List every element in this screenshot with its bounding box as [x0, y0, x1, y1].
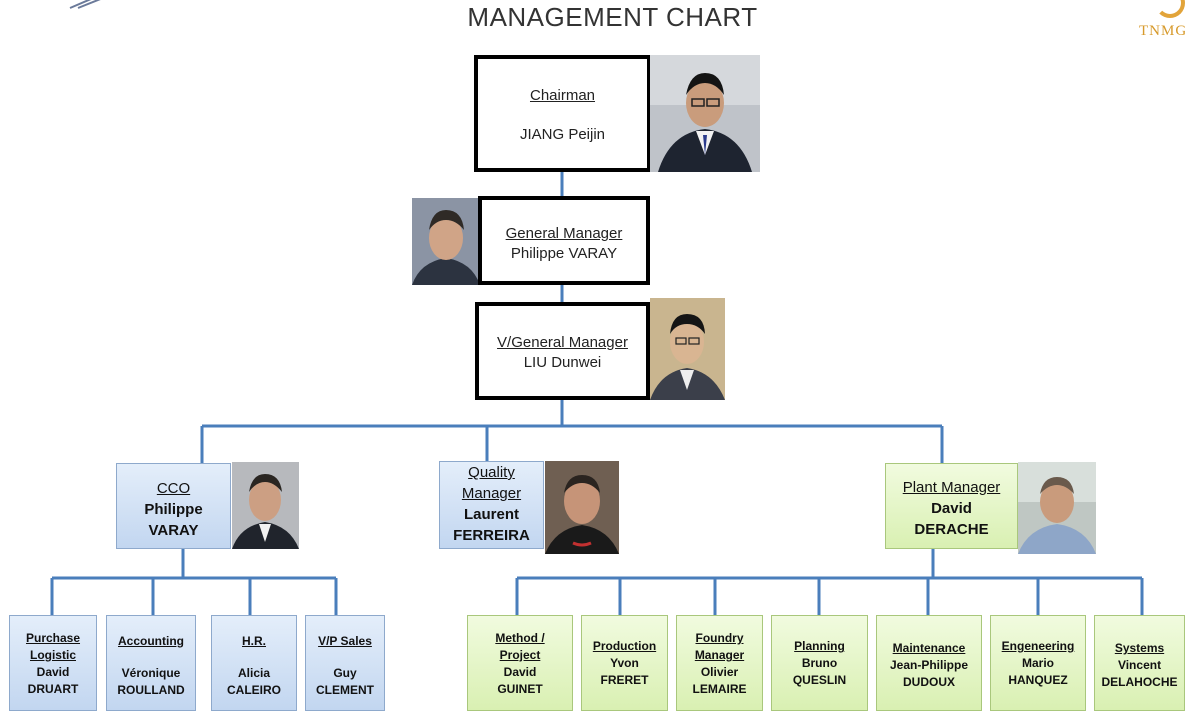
- cco-photo: [232, 462, 299, 549]
- general-manager-photo: [412, 198, 480, 285]
- general-manager-role: General Manager: [505, 225, 623, 242]
- general-manager-box: General Manager Philippe VARAY: [478, 196, 650, 285]
- member-name-last: HANQUEZ: [1008, 673, 1068, 687]
- member-name-last: DRUART: [27, 682, 79, 696]
- member-name-last: ROULLAND: [117, 683, 185, 697]
- plant-team-member: Foundry Manager Olivier LEMAIRE: [676, 615, 763, 711]
- company-logo: TNMG: [1125, 0, 1185, 44]
- plant-team-member: Maintenance Jean-Philippe DUDOUX: [876, 615, 982, 711]
- member-name-first: Yvon: [610, 656, 639, 670]
- plant-manager-role: Plant Manager: [902, 479, 1001, 496]
- member-name-first: Bruno: [801, 656, 838, 670]
- cco-team-member: Purchase Logistic David DRUART: [9, 615, 97, 711]
- member-role: Systems: [1114, 641, 1165, 655]
- member-name-last: LEMAIRE: [692, 682, 747, 696]
- cco-name-first: Philippe: [144, 501, 203, 518]
- vice-general-manager-photo: [650, 298, 725, 400]
- member-role-line2: Manager: [694, 648, 745, 662]
- quality-manager-name-last: FERREIRA: [453, 527, 530, 544]
- chairman-photo: [650, 55, 760, 172]
- member-role: Planning: [794, 639, 845, 653]
- member-name-first: Vincent: [1117, 658, 1162, 672]
- quality-manager-name-first: Laurent: [463, 506, 519, 523]
- plant-team-member: Production Yvon FRERET: [581, 615, 668, 711]
- member-role: Foundry: [695, 631, 744, 645]
- cco-name-last: VARAY: [148, 522, 199, 539]
- vice-general-manager-box: V/General Manager LIU Dunwei: [475, 302, 650, 400]
- plant-team-member: Planning Bruno QUESLIN: [771, 615, 868, 711]
- member-name-last: DUDOUX: [902, 675, 955, 689]
- plant-manager-photo: [1018, 462, 1096, 554]
- quality-manager-role-line1: Quality: [468, 464, 515, 481]
- quality-manager-role-line2: Manager: [461, 485, 522, 502]
- member-role-line2: Project: [499, 648, 541, 662]
- plant-manager-name-last: DERACHE: [914, 521, 989, 538]
- plant-team-member: Engeneering Mario HANQUEZ: [990, 615, 1086, 711]
- plant-manager-name-first: David: [931, 500, 972, 517]
- vice-general-manager-name: LIU Dunwei: [523, 354, 602, 371]
- cco-box: CCO Philippe VARAY: [116, 463, 231, 549]
- cco-team-member: V/P Sales Guy CLEMENT: [305, 615, 385, 711]
- member-name-last: FRERET: [600, 673, 649, 687]
- quality-manager-box: Quality Manager Laurent FERREIRA: [439, 461, 544, 549]
- member-name-first: David: [36, 665, 70, 679]
- member-name-last: DELAHOCHE: [1101, 675, 1178, 689]
- company-logo-text: TNMG: [1139, 23, 1185, 39]
- member-name-last: CLEMENT: [316, 683, 374, 697]
- member-role: H.R.: [242, 634, 266, 648]
- member-name-last: GUINET: [497, 682, 543, 696]
- member-role: Accounting: [118, 634, 184, 648]
- member-name-first: Véronique: [121, 666, 181, 680]
- cco-team-member: H.R. Alicia CALEIRO: [211, 615, 297, 711]
- member-name-last: CALEIRO: [227, 683, 281, 697]
- member-role-line2: Logistic: [29, 648, 76, 662]
- left-logo: [68, 0, 114, 10]
- member-name-first: Guy: [333, 666, 357, 680]
- member-name-first: Olivier: [700, 665, 739, 679]
- member-name-first: Alicia: [237, 666, 270, 680]
- plant-manager-box: Plant Manager David DERACHE: [885, 463, 1018, 549]
- member-role: V/P Sales: [318, 634, 372, 648]
- plant-team-member: Systems Vincent DELAHOCHE: [1094, 615, 1185, 711]
- member-name-first: Jean-Philippe: [889, 658, 969, 672]
- member-name-first: Mario: [1021, 656, 1054, 670]
- member-role: Maintenance: [892, 641, 966, 655]
- chairman-role: Chairman: [529, 87, 596, 104]
- vice-general-manager-role: V/General Manager: [497, 334, 628, 351]
- quality-manager-photo: [545, 461, 619, 554]
- chairman-box: Chairman JIANG Peijin: [474, 55, 651, 172]
- member-role: Production: [592, 639, 657, 653]
- cco-team-member: Accounting Véronique ROULLAND: [106, 615, 196, 711]
- chairman-name: JIANG Peijin: [519, 126, 606, 143]
- member-name-first: David: [503, 665, 537, 679]
- member-role: Engeneering: [1001, 639, 1075, 653]
- plant-team-member: Method / Project David GUINET: [467, 615, 573, 711]
- cco-role: CCO: [156, 480, 191, 497]
- page-title: MANAGEMENT CHART: [467, 2, 758, 32]
- general-manager-name: Philippe VARAY: [510, 245, 618, 262]
- member-role: Method /: [495, 631, 545, 645]
- member-role: Purchase: [25, 631, 81, 645]
- member-name-last: QUESLIN: [792, 673, 847, 687]
